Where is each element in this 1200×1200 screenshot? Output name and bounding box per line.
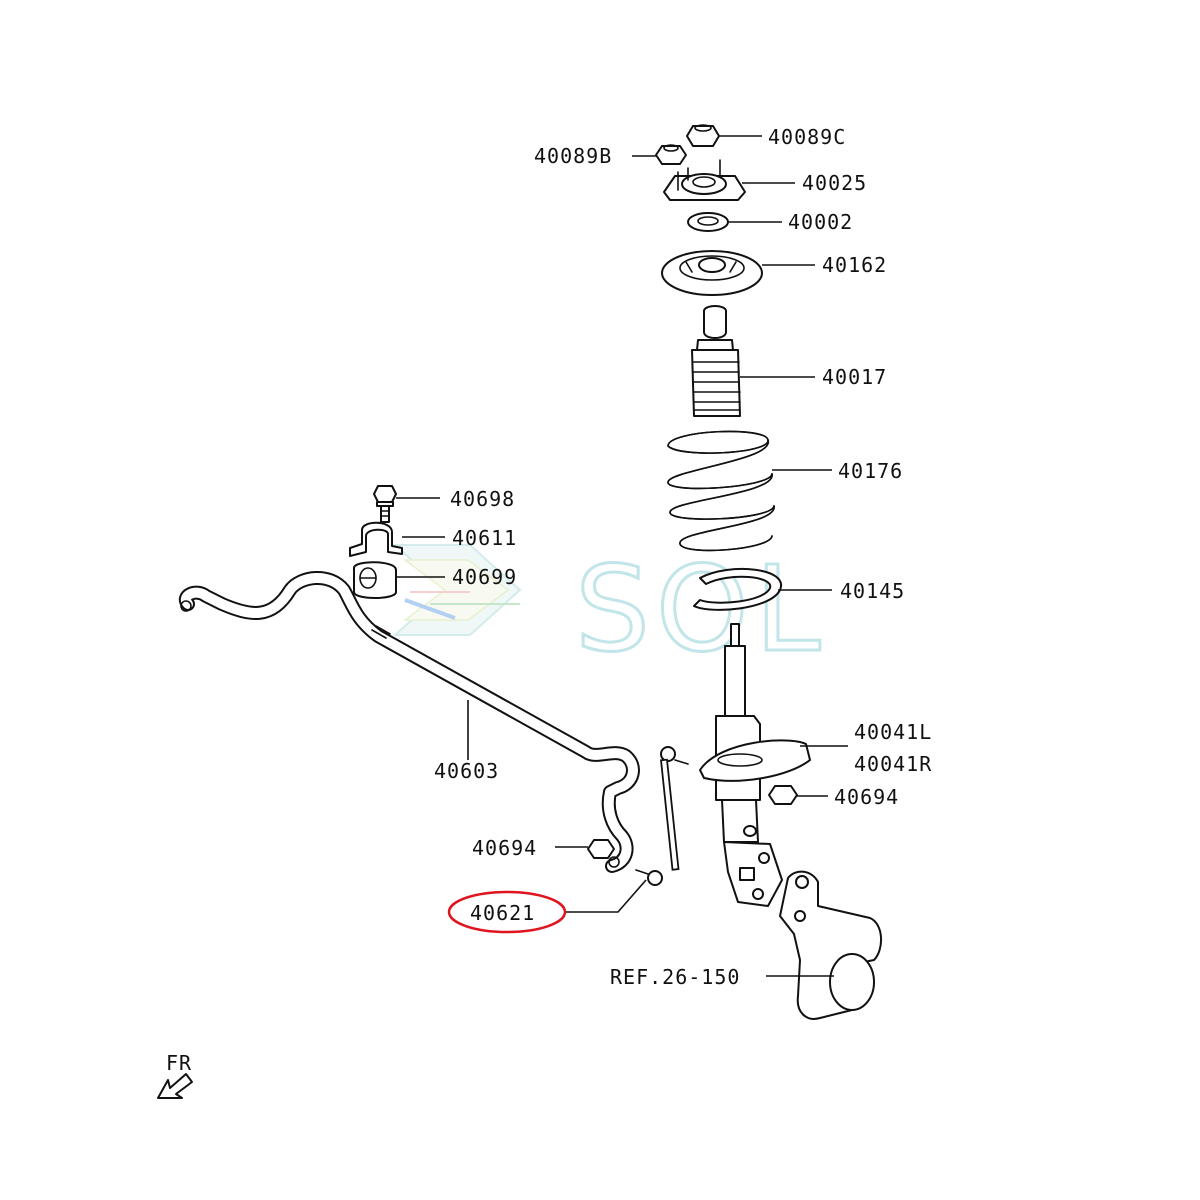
label-40025: 40025	[802, 171, 867, 195]
coil-spring-40176-part	[667, 430, 775, 552]
nut-40694-bar-part	[587, 839, 615, 859]
watermark-text: SOL	[575, 540, 827, 678]
label-40002: 40002	[788, 210, 853, 234]
shock-absorber-40041-part	[699, 623, 811, 907]
bolt-40698-part	[373, 485, 397, 523]
dust-boot-40017-part	[691, 305, 741, 417]
direction-label: FR	[166, 1051, 192, 1075]
leader-lines	[396, 135, 848, 977]
label-40611: 40611	[452, 526, 517, 550]
label-40176: 40176	[838, 459, 903, 483]
label-40694-strut: 40694	[834, 785, 899, 809]
front-arrow-icon	[157, 1073, 193, 1099]
highlight-ring-40621	[447, 890, 567, 934]
stabilizer-link-40621-part	[635, 746, 689, 886]
label-40621: 40621	[470, 901, 535, 925]
strut-mount-40025-part	[663, 159, 746, 201]
nut-40089b-part	[655, 144, 687, 165]
label-40698: 40698	[450, 487, 515, 511]
nut-40694-strut-part	[768, 785, 798, 805]
label-40017: 40017	[822, 365, 887, 389]
bracket-40611-part	[349, 521, 403, 557]
label-40089b: 40089B	[534, 144, 612, 168]
nut-40089c-part	[686, 124, 720, 147]
label-40603: 40603	[434, 759, 499, 783]
label-40699: 40699	[452, 565, 517, 589]
spring-pad-40145-part	[693, 567, 783, 611]
bushing-40699-part	[353, 561, 397, 599]
bearing-40002-part	[687, 212, 729, 232]
watermark-logo	[392, 544, 522, 636]
steering-knuckle-part	[779, 870, 882, 1020]
label-ref-26-150: REF.26-150	[610, 965, 740, 989]
label-40694-bar: 40694	[472, 836, 537, 860]
part-labels: 40089C 40089B 40025 40002 40162 40017 40…	[434, 125, 932, 989]
front-direction-indicator: FR	[157, 1051, 193, 1099]
label-40041r: 40041R	[854, 752, 932, 776]
spring-seat-40162-part	[661, 250, 763, 296]
label-40041l: 40041L	[854, 720, 932, 744]
label-40145: 40145	[840, 579, 905, 603]
label-40089c: 40089C	[768, 125, 846, 149]
stabilizer-bar-40603-part	[179, 570, 640, 873]
label-40162: 40162	[822, 253, 887, 277]
